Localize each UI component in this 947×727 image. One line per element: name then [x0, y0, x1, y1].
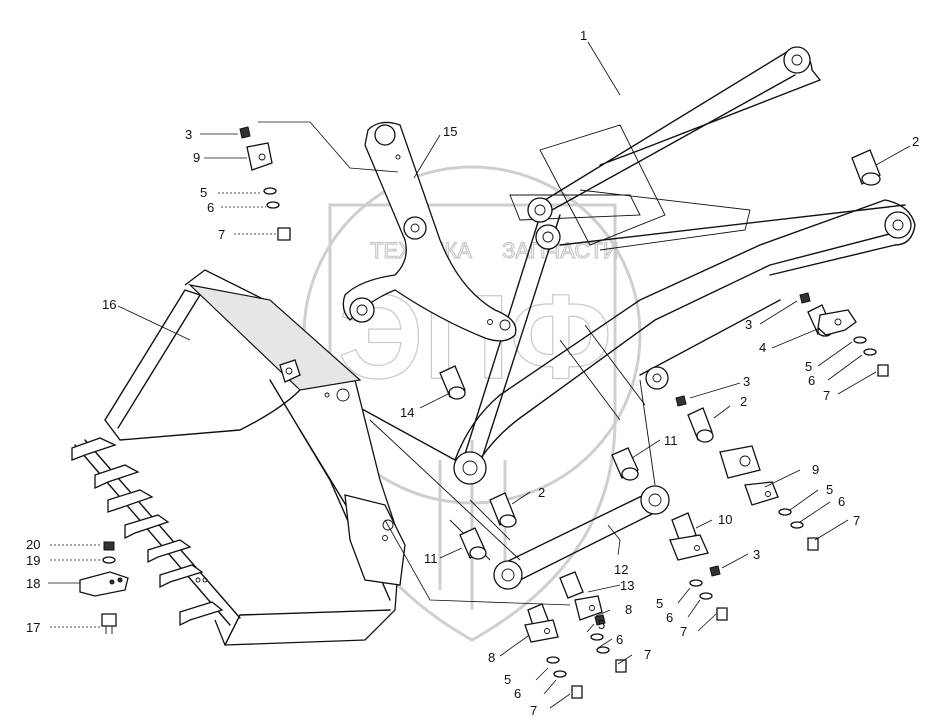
callout-5-bottom: 5	[504, 672, 511, 687]
callout-6-lower-center: 6	[616, 632, 623, 647]
callout-5-mid-right: 5	[826, 482, 833, 497]
bucket	[71, 269, 406, 646]
callout-5-right: 5	[805, 359, 812, 374]
callout-8-lower: 8	[488, 650, 495, 665]
callout-numbers: 1 2 2 2 3 3 3 3 4 5 5 5 5 5 5 6 6 6 6 6 …	[26, 28, 919, 718]
fasteners	[101, 126, 889, 699]
callout-15: 15	[443, 124, 457, 139]
callout-8-upper: 8	[625, 602, 632, 617]
callout-2-top-right: 2	[912, 134, 919, 149]
callout-19: 19	[26, 553, 40, 568]
callout-3-right: 3	[745, 317, 752, 332]
callout-3-lower: 3	[753, 547, 760, 562]
callout-11-left: 11	[424, 551, 438, 566]
callout-9-right: 9	[812, 462, 819, 477]
clamp-plates	[79, 142, 857, 643]
bell-crank-lever	[342, 121, 517, 342]
callout-2-mid: 2	[740, 394, 747, 409]
watermark-text-right: ЗАПЧАСТИ	[502, 238, 619, 263]
callout-5-top-left: 5	[200, 185, 207, 200]
callout-7-top-left: 7	[218, 227, 225, 242]
callout-6-bottom: 6	[514, 686, 521, 701]
callout-5-lower-center: 5	[598, 617, 605, 632]
callout-16: 16	[102, 297, 116, 312]
callout-7-right: 7	[823, 388, 830, 403]
callout-12: 12	[614, 562, 628, 577]
callout-7-bottom: 7	[530, 703, 537, 718]
leader-lines	[48, 41, 911, 709]
callout-7-lower-center: 7	[644, 647, 651, 662]
callout-2-center: 2	[538, 485, 545, 500]
callout-1: 1	[580, 28, 587, 43]
callout-3-top-left: 3	[185, 127, 192, 142]
callout-10: 10	[718, 512, 732, 527]
bucket-teeth	[71, 437, 224, 627]
callout-6-right: 6	[808, 373, 815, 388]
callout-6-top-left: 6	[207, 200, 214, 215]
callout-18: 18	[26, 576, 40, 591]
callout-3-mid: 3	[743, 374, 750, 389]
callout-6-lower-right: 6	[666, 610, 673, 625]
link-rod	[369, 379, 670, 590]
callout-7-lower-right: 7	[680, 624, 687, 639]
boom-frame	[299, 46, 916, 561]
callout-4: 4	[759, 340, 766, 355]
callout-5-lower-right: 5	[656, 596, 663, 611]
callout-14: 14	[400, 405, 414, 420]
callout-13: 13	[620, 578, 634, 593]
callout-11-right: 11	[664, 433, 678, 448]
callout-20: 20	[26, 537, 40, 552]
callout-17: 17	[26, 620, 40, 635]
callout-7-mid-right: 7	[853, 513, 860, 528]
callout-9-top-left: 9	[193, 150, 200, 165]
callout-6-mid-right: 6	[838, 494, 845, 509]
